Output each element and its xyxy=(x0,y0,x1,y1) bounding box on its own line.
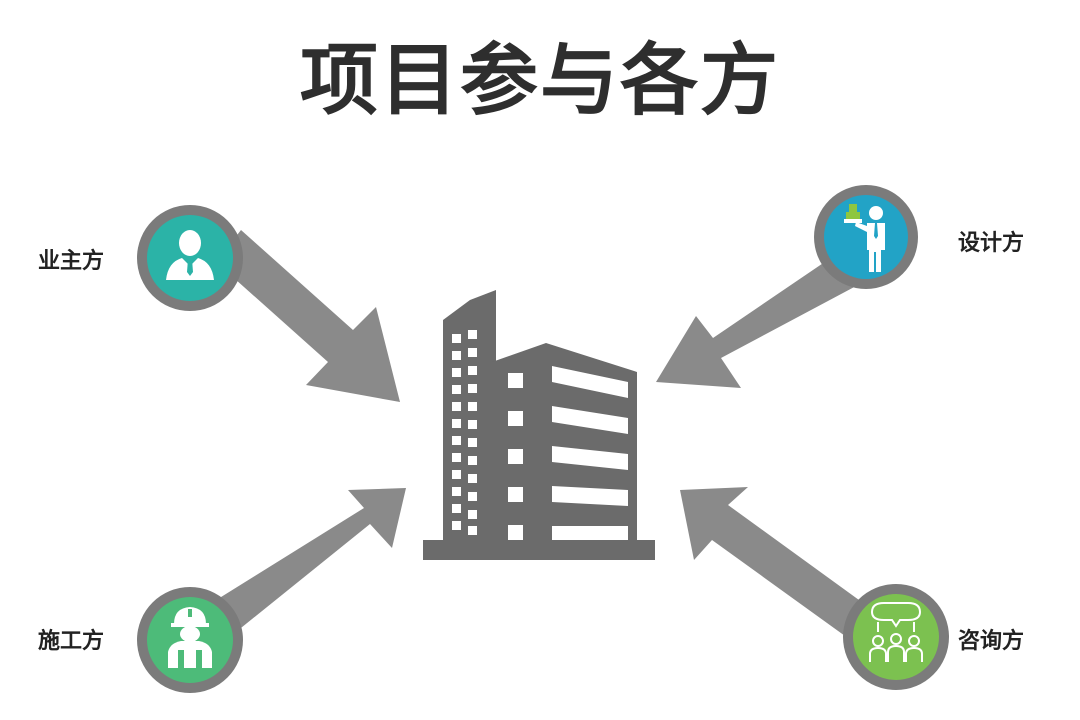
owner-node xyxy=(137,205,243,311)
arrow-consultant-to-project xyxy=(680,487,870,641)
construction-worker-icon xyxy=(168,607,212,668)
consultant-label: 咨询方 xyxy=(958,629,1025,654)
diagram-title: 项目参与各方 xyxy=(299,36,780,126)
constructor-label: 施工方 xyxy=(38,629,105,654)
owner-label: 业主方 xyxy=(38,249,105,274)
consulting-team-icon xyxy=(869,602,923,662)
consultant-node xyxy=(843,584,949,690)
office-building-icon xyxy=(423,290,655,560)
businessman-icon xyxy=(166,230,214,280)
arrows xyxy=(205,230,870,641)
designer-label: 设计方 xyxy=(958,231,1025,256)
arrow-designer-to-project xyxy=(656,253,858,388)
arrow-owner-to-project xyxy=(216,230,400,402)
architect-presenting-icon xyxy=(844,204,885,272)
constructor-node xyxy=(137,587,243,693)
designer-node xyxy=(814,185,918,289)
arrow-constructor-to-project xyxy=(205,488,406,636)
